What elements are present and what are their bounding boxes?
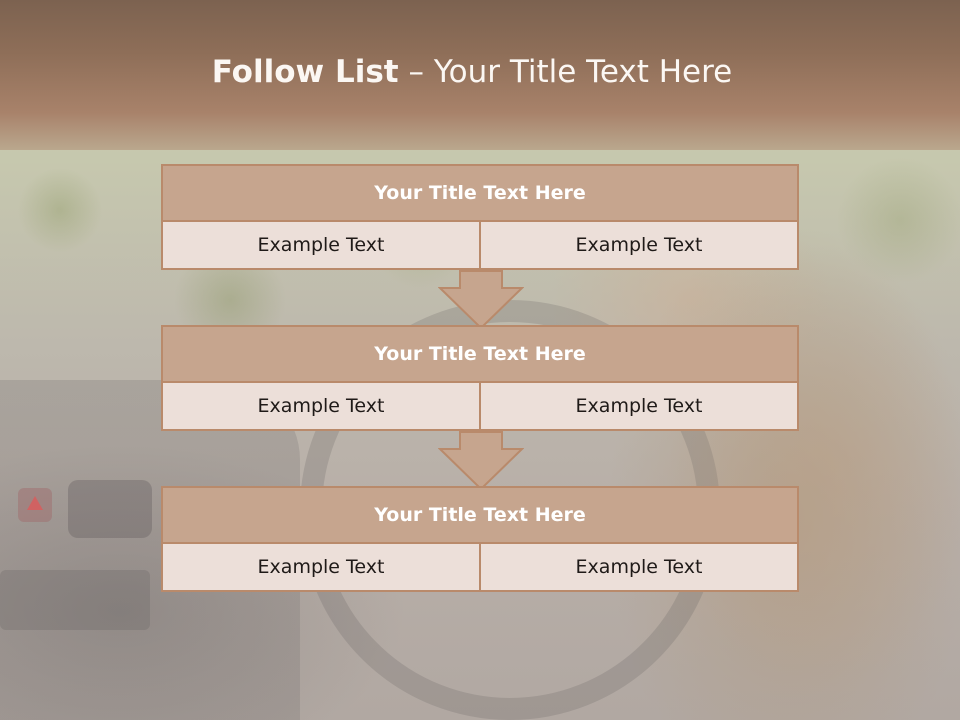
step-left-text: Example Text: [257, 556, 385, 578]
step-title: Your Title Text Here: [163, 166, 797, 222]
slide-title: Follow List – Your Title Text Here: [0, 54, 944, 90]
slide-title-rest: – Your Title Text Here: [398, 54, 733, 90]
step-row: Example Text Example Text: [163, 222, 797, 268]
car-radio: [0, 570, 150, 630]
down-arrow-icon: [438, 270, 524, 330]
air-vent: [68, 480, 152, 538]
step-row: Example Text Example Text: [163, 544, 797, 590]
step-left-text: Example Text: [257, 234, 385, 256]
title-band: [0, 0, 960, 150]
hazard-icon: [18, 488, 52, 522]
list-item: Your Title Text Here Example Text Exampl…: [161, 486, 799, 592]
step-title: Your Title Text Here: [163, 488, 797, 544]
step-right-text: Example Text: [479, 544, 797, 590]
down-arrow-icon: [438, 431, 524, 491]
slide-title-bold: Follow List: [211, 54, 399, 90]
step-right-text: Example Text: [479, 222, 797, 268]
step-title: Your Title Text Here: [163, 327, 797, 383]
step-row: Example Text Example Text: [163, 383, 797, 429]
step-left-text: Example Text: [257, 395, 385, 417]
list-item: Your Title Text Here Example Text Exampl…: [161, 325, 799, 431]
step-right-text: Example Text: [479, 383, 797, 429]
list-item: Your Title Text Here Example Text Exampl…: [161, 164, 799, 270]
